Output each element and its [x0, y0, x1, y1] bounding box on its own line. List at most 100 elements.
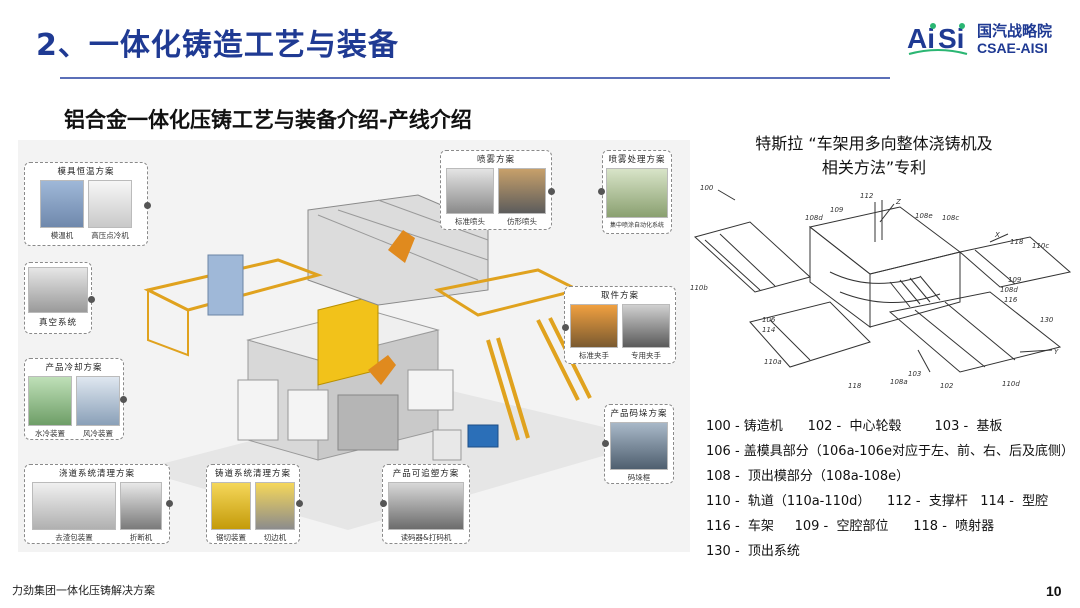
connector-dot: [166, 500, 173, 507]
standard-nozzle-photo: [446, 168, 494, 214]
legend-line: 110 - 轨道（110a-110d） 112 - 支撑杆 114 - 型腔: [706, 494, 1049, 509]
connector-dot: [144, 202, 151, 209]
item-caption: 读码器&打码机: [400, 533, 452, 542]
patent-drawing: 100 112 108d 109 Z 108e 108c X 118 110c …: [690, 184, 1072, 390]
callout-title: 产品可追塑方案: [392, 469, 460, 479]
connector-dot: [602, 440, 609, 447]
breaker-photo: [120, 482, 162, 530]
item-caption: 码垛框: [627, 473, 651, 482]
patent-label: 110a: [764, 358, 782, 366]
patent-label: 108e: [915, 212, 933, 220]
profiling-nozzle-photo: [498, 168, 546, 214]
legend-line: 108 - 顶出模部分（108a-108e）: [706, 469, 910, 484]
connector-dot: [562, 324, 569, 331]
callout-title: 产品冷却方案: [45, 363, 103, 373]
patent-label: 103: [908, 370, 921, 378]
callout-item: 仿形喷头: [498, 168, 546, 227]
connector-dot: [380, 500, 387, 507]
standard-gripper-photo: [570, 304, 618, 348]
code-reader-photo: [388, 482, 464, 530]
legend-line: 106 - 盖模具部分（106a-106e对应于左、前、右、后及底侧）: [706, 444, 1075, 459]
callout-item: 水冷装置: [28, 376, 72, 439]
callout-title: 浇道系统清理方案: [58, 469, 135, 479]
aisi-logo-mark: Ai Si: [907, 23, 968, 55]
callout-item: 专用夹手: [622, 304, 670, 361]
point-cooler-photo: [88, 180, 132, 228]
callout-stacking: 产品码垛方案 码垛框: [604, 404, 674, 484]
callout-title: 喷雾处理方案: [608, 155, 666, 165]
item-caption: 标准夹手: [579, 351, 609, 360]
central-spray-system-photo: [606, 168, 668, 218]
patent-label: 100: [700, 184, 714, 192]
trimming-press-photo: [255, 482, 295, 530]
logo-text-en: CSAE-AISI: [977, 40, 1048, 56]
legend-line: 130 - 顶出系统: [706, 544, 800, 559]
callout-spray: 喷雾方案 标准喷头 仿形喷头: [440, 150, 552, 230]
callout-spray-treatment: 喷雾处理方案 集中喷涂自动化系统: [602, 150, 672, 234]
item-caption: 去渣包装置: [55, 533, 93, 542]
water-cooling-photo: [28, 376, 72, 426]
callout-item: 切边机: [255, 482, 295, 543]
callout-vacuum: 真空系统: [24, 262, 92, 334]
logo-text-cn: 国汽战略院: [977, 22, 1053, 40]
production-line-illustration: [138, 194, 658, 530]
title-divider: [60, 77, 890, 79]
callout-title: 真空系统: [38, 318, 77, 328]
callout-product-cooling: 产品冷却方案 水冷装置 风冷装置: [24, 358, 124, 440]
legend-line: 116 - 车架 109 - 空腔部位 118 - 喷射器: [706, 519, 995, 534]
patent-label: 112: [860, 192, 874, 200]
slag-removal-photo: [32, 482, 116, 530]
item-caption: 集中喷涂自动化系统: [609, 222, 664, 229]
item-caption: 水冷装置: [35, 429, 65, 438]
patent-label: 109: [1008, 276, 1022, 284]
footer-source: 力劲集团一体化压铸解决方案: [12, 584, 155, 597]
patent-label: 118: [1010, 238, 1024, 246]
callout-item: 高压点冷机: [88, 180, 132, 241]
callout-title: 取件方案: [600, 291, 639, 301]
item-caption: 锯切装置: [216, 533, 246, 542]
patent-title-line1: 特斯拉 “车架用多向整体浇铸机及: [755, 134, 993, 153]
svg-text:Ai: Ai: [907, 23, 935, 54]
patent-label: 108d: [805, 214, 823, 222]
vacuum-system-photo: [28, 267, 88, 313]
slide-title: 2、一体化铸造工艺与装备: [36, 28, 399, 63]
patent-label: 106: [762, 316, 776, 324]
patent-label: 130: [1040, 316, 1054, 324]
stacking-frame-photo: [610, 422, 668, 470]
patent-label: 102: [940, 382, 954, 390]
connector-dot: [548, 188, 555, 195]
page-number: 10: [1046, 583, 1062, 599]
special-gripper-photo: [622, 304, 670, 348]
item-caption: 仿形喷头: [507, 217, 537, 226]
connector-dot: [120, 396, 127, 403]
callout-item: 锯切装置: [211, 482, 251, 543]
patent-label: 110d: [1002, 380, 1020, 388]
callout-item: 去渣包装置: [32, 482, 116, 543]
item-caption: 模温机: [50, 231, 74, 240]
patent-label: Y: [1054, 348, 1059, 356]
patent-title: 特斯拉 “车架用多向整体浇铸机及 相关方法”专利: [724, 132, 1024, 180]
patent-label: 110c: [1032, 242, 1049, 250]
callout-title: 铸道系统清理方案: [214, 469, 291, 479]
patent-label: 116: [1004, 296, 1018, 304]
connector-dot: [88, 296, 95, 303]
callout-item: 标准夹手: [570, 304, 618, 361]
connector-dot: [296, 500, 303, 507]
section-subtitle: 铝合金一体化压铸工艺与装备介绍-产线介绍: [64, 108, 472, 132]
callout-item: 模温机: [40, 180, 84, 241]
patent-label: 109: [830, 206, 844, 214]
patent-label: 118: [848, 382, 862, 390]
callout-title: 产品码垛方案: [610, 409, 668, 419]
callout-title: 喷雾方案: [476, 155, 515, 165]
patent-label: 108c: [942, 214, 959, 222]
callout-pickup: 取件方案 标准夹手 专用夹手: [564, 286, 676, 364]
callout-runner-clean: 铸道系统清理方案 锯切装置 切边机: [206, 464, 300, 544]
patent-label: 114: [762, 326, 775, 334]
patent-legend: 100 - 铸造机 102 - 中心轮毂 103 - 基板 106 - 盖模具部…: [706, 414, 1074, 564]
item-caption: 专用夹手: [631, 351, 661, 360]
callout-title: 模具恒温方案: [57, 167, 115, 177]
patent-label: Z: [895, 198, 901, 206]
mold-temp-machine-photo: [40, 180, 84, 228]
callout-item: 风冷装置: [76, 376, 120, 439]
callout-gating-clean: 浇道系统清理方案 去渣包装置 折断机: [24, 464, 170, 544]
